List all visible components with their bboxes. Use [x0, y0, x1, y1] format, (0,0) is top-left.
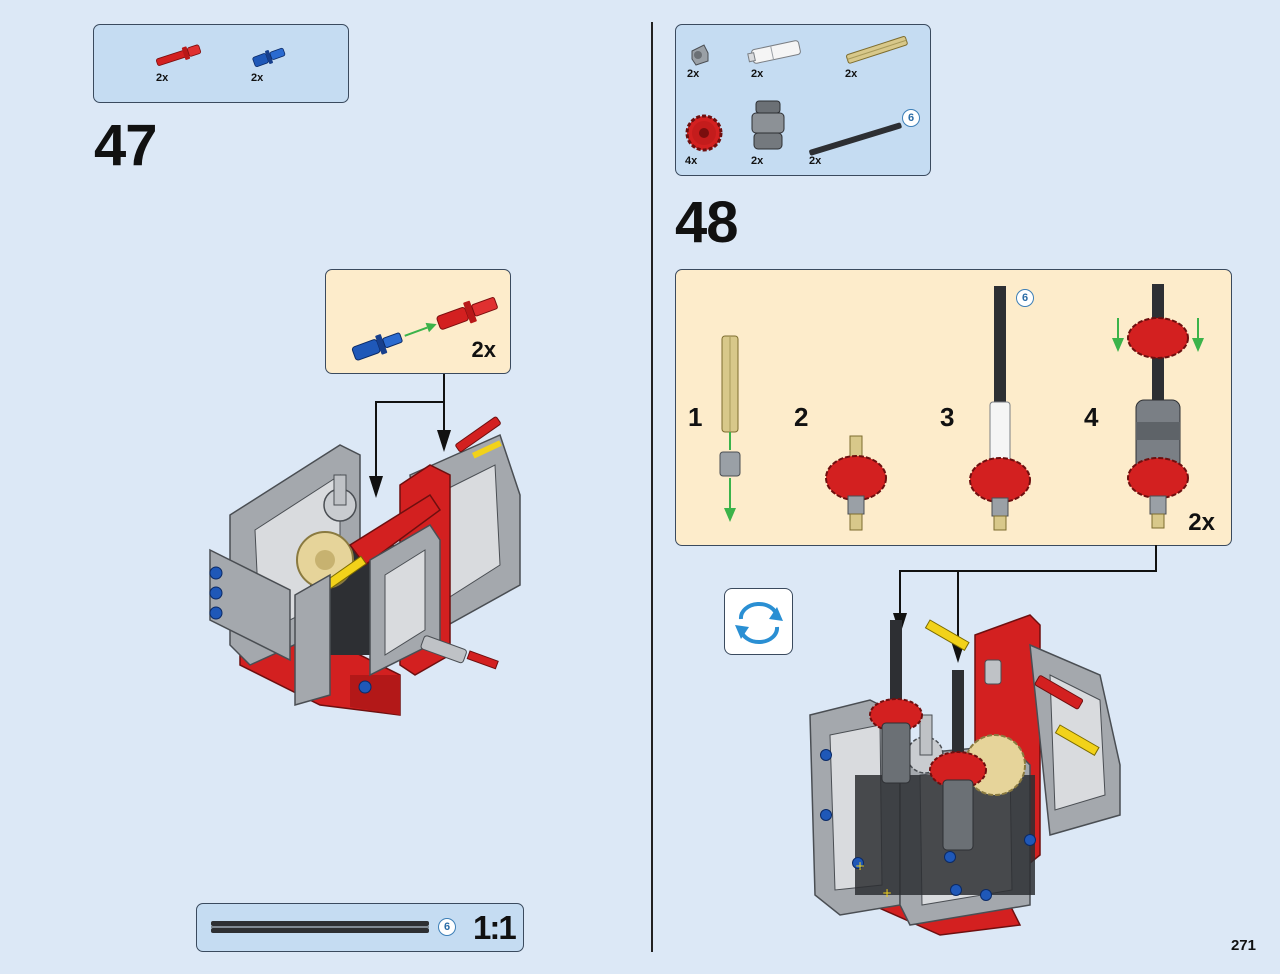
pin-assembly-icon	[351, 297, 498, 361]
step47-subassembly-box: 2x	[325, 269, 511, 374]
step48-subassembly-box: 1 2 3 4 6 2x	[675, 269, 1232, 546]
tan-axle-icon	[846, 35, 908, 64]
scale-label: 1:1	[473, 909, 517, 946]
substep-3-number: 3	[940, 402, 955, 432]
step47-callout-arrows	[369, 374, 451, 498]
grey-bush-icon	[691, 44, 709, 66]
step48-part-qty-6: 2x	[809, 155, 822, 167]
step48-number: 48	[675, 190, 739, 255]
step48-part-qty-3: 2x	[845, 68, 858, 80]
scale-ruler-box: 6 1:1	[196, 903, 524, 952]
step48-model-illustration: + +	[809, 614, 1121, 936]
rotate-model-indicator	[724, 588, 793, 655]
substep-4-illustration	[1112, 284, 1204, 529]
page-divider	[651, 22, 653, 952]
grey-differential-part-icon	[751, 100, 785, 150]
white-axle-connector-icon	[747, 40, 801, 64]
step48-part-qty-4: 4x	[685, 155, 698, 167]
step47-parts-box: 2x 2x	[93, 24, 349, 103]
substep-2-number: 2	[794, 402, 809, 432]
substep-3-illustration	[969, 286, 1031, 531]
step48-part-qty-2: 2x	[751, 68, 764, 80]
black-axle-6-icon	[809, 122, 902, 156]
step47-part-qty-2: 2x	[251, 72, 264, 84]
red-axle-pin-icon	[156, 44, 202, 66]
step47-model-illustration	[209, 416, 521, 716]
page-number: 271	[1230, 937, 1256, 954]
substep-2-illustration	[825, 435, 887, 531]
substep-1-number: 1	[688, 402, 703, 432]
substep-4-number: 4	[1084, 402, 1099, 432]
step47-part-qty-1: 2x	[156, 72, 169, 84]
axle-6-ruler-icon	[211, 921, 429, 933]
scale-axle-length-badge: 6	[438, 918, 456, 936]
substep-1-illustration	[719, 335, 741, 522]
svg-text:+: +	[882, 886, 892, 900]
step47-subassembly-qty: 2x	[471, 337, 496, 362]
step48-parts-box: 2x 2x 2x 4x 2x 6 2x	[675, 24, 931, 176]
rotate-arrows-icon	[735, 601, 783, 645]
red-gear-icon	[685, 114, 723, 152]
step48-part-qty-1: 2x	[687, 68, 700, 80]
substep-axle-length-badge: 6	[1016, 289, 1034, 307]
blue-axle-pin-icon	[252, 47, 286, 68]
step48-subassembly-qty: 2x	[1188, 509, 1215, 536]
step47-number: 47	[94, 113, 158, 178]
svg-text:+: +	[855, 859, 865, 873]
step48-axle-length-badge: 6	[902, 109, 920, 127]
step48-part-qty-5: 2x	[751, 155, 764, 167]
